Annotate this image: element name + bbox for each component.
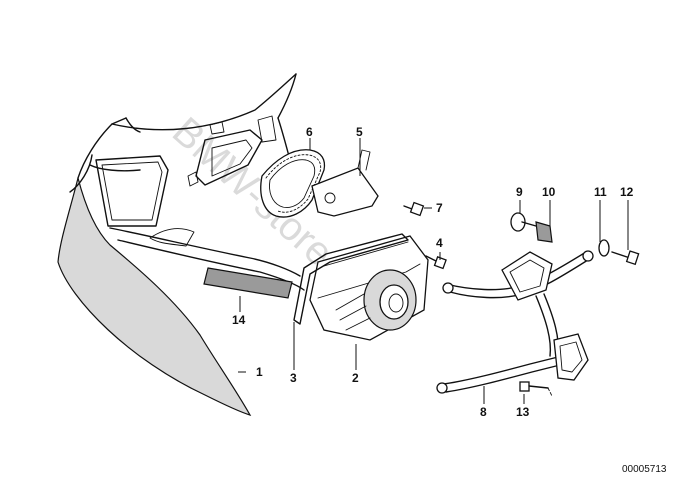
part-11-washer <box>598 239 610 257</box>
part-12-bolt <box>611 250 640 266</box>
callout-10: 10 <box>542 185 556 199</box>
part-9-bush <box>510 212 537 232</box>
part-7-screw <box>403 201 425 217</box>
part-5-bracket <box>311 149 379 217</box>
callout-14: 14 <box>232 313 246 327</box>
callout-6: 6 <box>306 125 313 139</box>
callout-5: 5 <box>356 125 363 139</box>
callout-13: 13 <box>516 405 530 419</box>
callout-8: 8 <box>480 405 487 419</box>
callout-2: 2 <box>352 371 359 385</box>
part-10-sleeve <box>535 221 553 243</box>
callout-7: 7 <box>436 201 443 215</box>
callout-numbers: 1 2 3 4 5 6 7 8 9 10 11 12 13 14 <box>232 125 634 419</box>
callout-4: 4 <box>436 236 443 250</box>
part-8-support-frame <box>436 250 594 394</box>
callout-11: 11 <box>594 185 607 199</box>
part-6-gasket <box>260 149 326 218</box>
callout-3: 3 <box>290 371 297 385</box>
part-3-seal <box>293 233 409 325</box>
part-4-screw <box>425 255 447 270</box>
callout-12: 12 <box>620 185 634 199</box>
callout-9: 9 <box>516 185 523 199</box>
callout-1: 1 <box>256 365 263 379</box>
inner-frame-bracket <box>187 121 263 187</box>
part-13-screw <box>519 381 553 397</box>
part-14-strip <box>203 267 293 299</box>
leader-lines <box>238 138 629 404</box>
part-2-headlight <box>309 235 429 341</box>
image-code: 00005713 <box>622 464 667 475</box>
